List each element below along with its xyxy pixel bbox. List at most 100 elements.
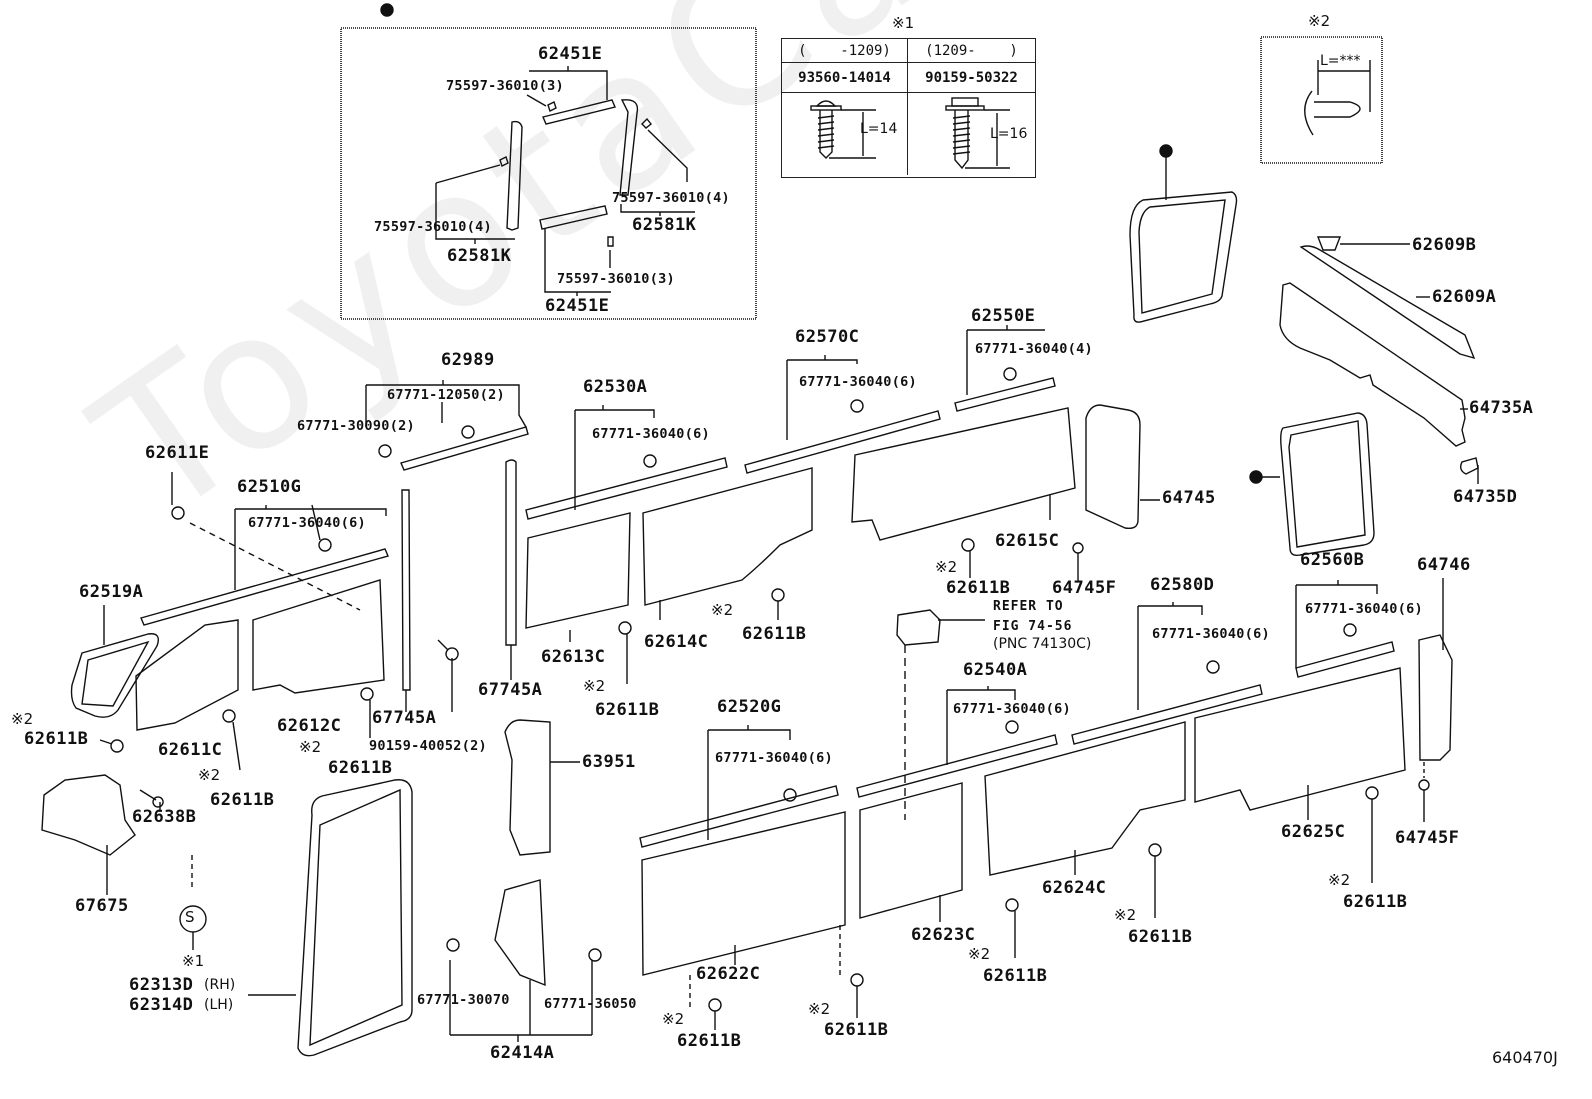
label-62638B: 62638B [132, 807, 197, 827]
clip-icon [446, 938, 460, 952]
label-62612C: 62612C [277, 716, 342, 736]
note1-length-2: L=16 [990, 126, 1028, 142]
s-marker-label: S [185, 908, 195, 926]
inset-marker-icon [380, 3, 394, 17]
note2-fastener-icon [1304, 60, 1371, 136]
trim-panel-62611C [135, 619, 239, 731]
clip-icon [360, 687, 374, 701]
clip-icon [708, 998, 722, 1012]
leader-line [526, 94, 547, 107]
note1-part-1: 93560-14014 [782, 63, 908, 93]
inset-box-frame [340, 27, 757, 320]
clip-icon [547, 101, 557, 112]
label-67771-36050: 67771-36050 [544, 996, 637, 1012]
note1-length-1: L=14 [860, 121, 898, 137]
label-inset-bottom-clip: 75597-36010(3) [557, 271, 675, 287]
label-62611C: 62611C [158, 740, 223, 760]
clip-icon [1206, 660, 1220, 674]
s-note: ※1 [182, 952, 205, 970]
trim-panel-62613C [525, 512, 631, 629]
label-62613C: 62613C [541, 647, 606, 667]
clip-icon [607, 236, 614, 247]
note2-mark: ※2 [299, 738, 322, 756]
label-62520G-clip: 67771-36040(6) [715, 750, 833, 766]
label-62510G: 62510G [237, 477, 302, 497]
note2-mark: ※2 [583, 677, 606, 695]
clip-icon [318, 538, 332, 552]
window-glass-frame-lower [1280, 412, 1375, 557]
leader-line [99, 739, 113, 745]
label-62530A-clip: 67771-36040(6) [592, 426, 710, 442]
label-67771-30070: 67771-30070 [417, 992, 510, 1008]
clip-icon [961, 538, 975, 552]
clip-icon [1343, 623, 1357, 637]
marker-icon [1249, 470, 1263, 484]
trim-strip-62989 [400, 426, 529, 471]
note1-table: ( -1209) (1209- ) 93560-14014 90159-5032… [781, 38, 1036, 178]
trim-panel-62615C [851, 407, 1076, 541]
label-62611B: 62611B [946, 578, 1011, 598]
refer-line-1[interactable]: REFER TO [993, 599, 1064, 614]
clip-icon [222, 709, 236, 723]
label-62560B: 62560B [1300, 550, 1365, 570]
molding-62581K-left [506, 120, 523, 231]
clip-icon [643, 454, 657, 468]
label-62451E-bottom: 62451E [545, 296, 610, 316]
label-62611B: 62611B [24, 729, 89, 749]
trim-panel-62614C [642, 467, 813, 606]
pillar-trim-62414A [494, 879, 546, 987]
clip-icon [499, 156, 509, 167]
label-62611B: 62611B [824, 1020, 889, 1040]
molding-62451E-top [542, 99, 616, 125]
note2-mark: ※2 [198, 766, 221, 784]
label-62580D-clip: 67771-36040(6) [1152, 626, 1270, 642]
leader-line [234, 505, 387, 590]
leader-line [574, 405, 655, 510]
clip-icon [461, 425, 475, 439]
label-62570C-clip: 67771-36040(6) [799, 374, 917, 390]
note1-range-2: (1209- ) [908, 39, 1035, 63]
clip-icon [1418, 779, 1430, 791]
leader-line [647, 129, 688, 182]
label-62615C: 62615C [995, 531, 1060, 551]
note2-length: L=*** [1320, 53, 1361, 69]
note2-box-frame [1260, 36, 1383, 164]
molding-62560B [1295, 641, 1395, 678]
label-62611B: 62611B [328, 758, 393, 778]
panel-64746 [1418, 634, 1453, 761]
window-glass-frame-upper [1129, 191, 1238, 323]
label-64735A: 64735A [1469, 398, 1534, 418]
label-62625C: 62625C [1281, 822, 1346, 842]
clip-icon [110, 739, 124, 753]
leader-line [620, 204, 695, 216]
label-62451E-top: 62451E [538, 44, 603, 64]
pillar-trim-63951 [504, 719, 551, 856]
clip-icon [1148, 843, 1162, 857]
refer-line-2[interactable]: FIG 74-56 [993, 619, 1073, 634]
leader-line [435, 164, 501, 184]
leader-line [1295, 580, 1378, 668]
leader-line [449, 960, 593, 1042]
label-67675: 67675 [75, 896, 129, 916]
label-62530A: 62530A [583, 377, 648, 397]
leader-line [707, 725, 791, 840]
note2-mark: ※2 [662, 1010, 685, 1028]
screw-icon-93560 [810, 100, 876, 159]
clip-icon-64735D [1459, 457, 1479, 475]
label-62622C: 62622C [696, 964, 761, 984]
label-62550E: 62550E [971, 306, 1036, 326]
label-62560B-clip: 67771-36040(6) [1305, 601, 1423, 617]
leader-line [529, 66, 608, 100]
label-62611B: 62611B [1343, 892, 1408, 912]
clip-icon [1005, 720, 1019, 734]
refer-line-3: (PNC 74130C) [993, 636, 1092, 652]
clip-icon [378, 444, 392, 458]
label-62624C: 62624C [1042, 878, 1107, 898]
note2-mark: ※2 [968, 945, 991, 963]
trim-panel-62622C [641, 811, 846, 976]
trim-panel-64735A [1279, 282, 1466, 447]
marker-icon [1159, 144, 1173, 158]
label-67771-30090: 67771-30090(2) [297, 418, 415, 434]
note2-title: ※2 [1308, 12, 1331, 30]
